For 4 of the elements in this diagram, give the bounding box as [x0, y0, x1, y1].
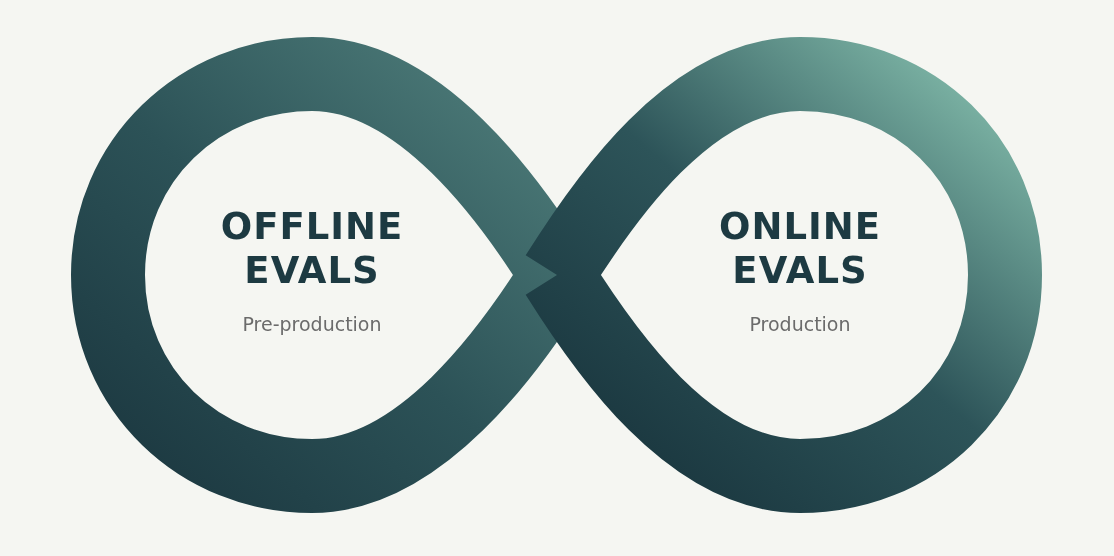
loop-subtitle: Production [748, 313, 852, 335]
loop-subtitle: Pre-production [241, 313, 383, 335]
loop-title: ONLINE EVALS [718, 205, 882, 293]
loop-title: OFFLINE EVALS [219, 205, 405, 293]
